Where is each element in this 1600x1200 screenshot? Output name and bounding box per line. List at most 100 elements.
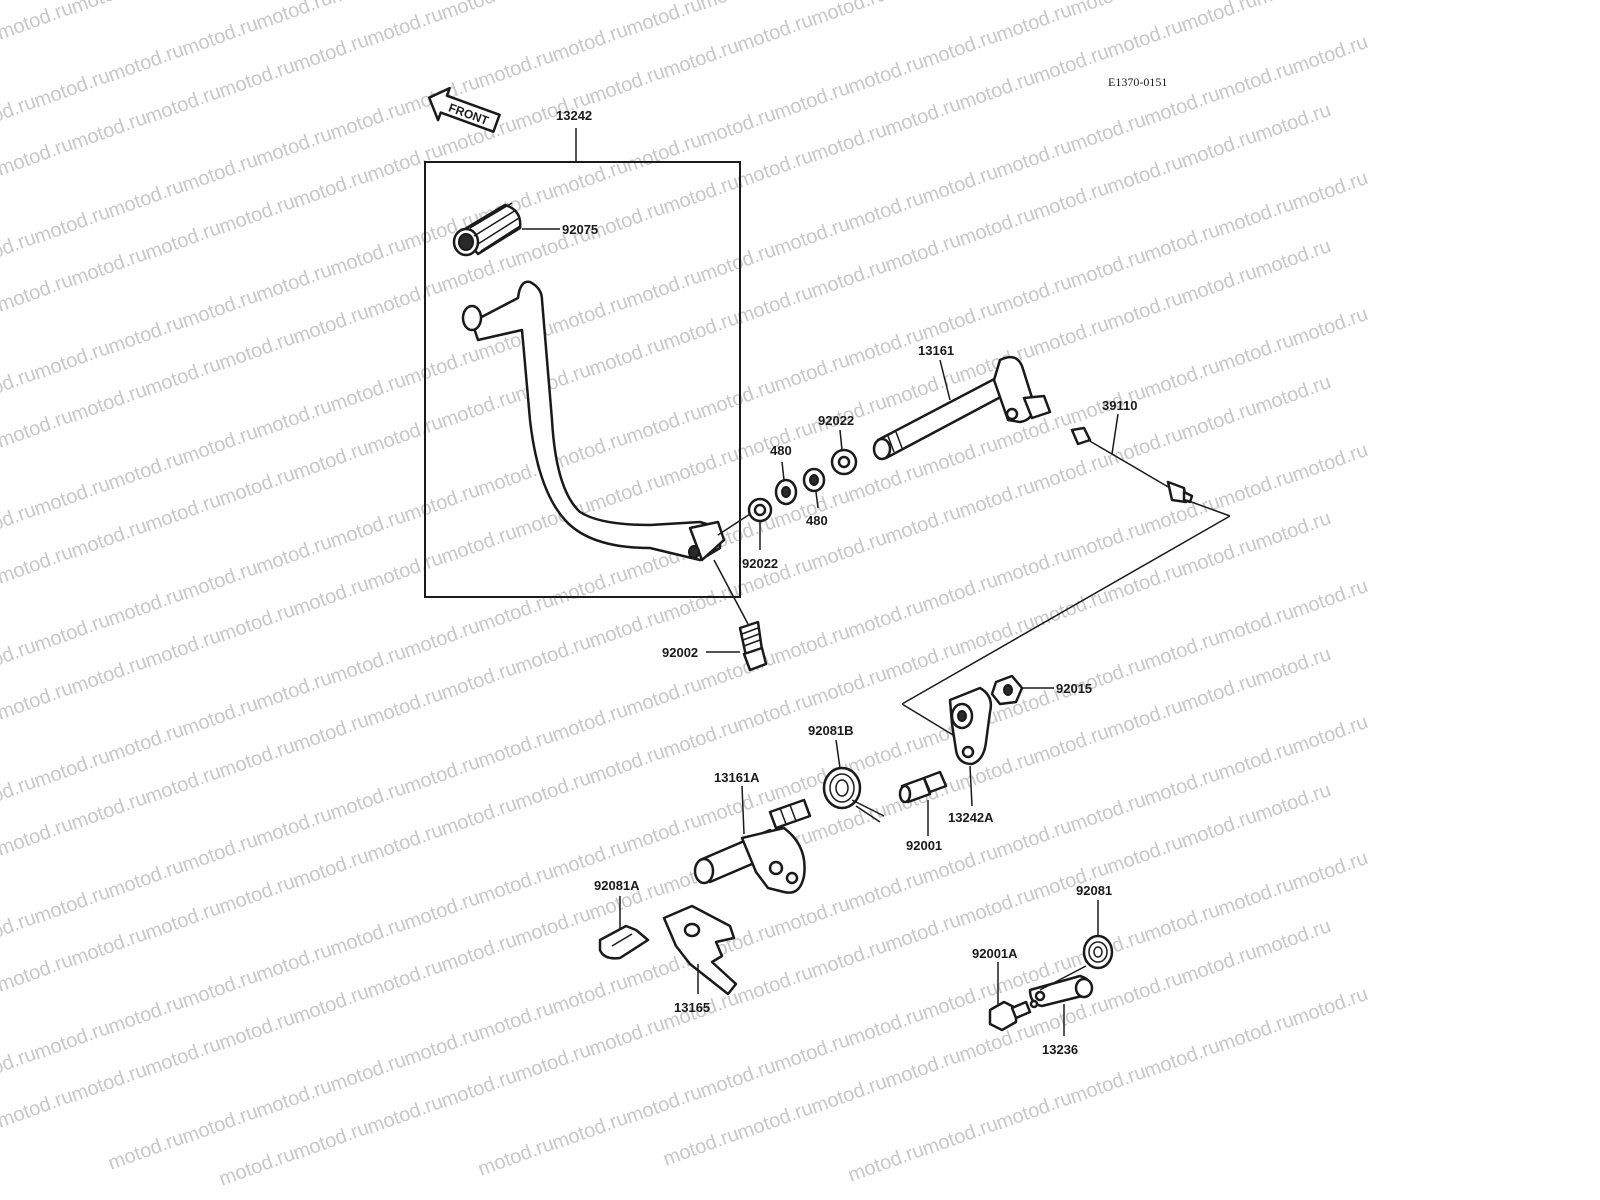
watermark-text: motod.ru — [105, 583, 187, 631]
shift-pedal-lever — [461, 280, 726, 562]
watermark-text: motod.ru — [68, 1059, 150, 1107]
watermark-text: motod.ru — [1067, 1061, 1149, 1109]
watermark-text: motod.ru — [956, 203, 1038, 251]
watermark-text: motod.ru — [919, 569, 1001, 617]
label-92081A: 92081A — [594, 878, 640, 893]
watermark-text: motod.ru — [1215, 737, 1297, 785]
watermark-text: motod.ru — [845, 1003, 927, 1051]
watermark-text: motod.ru — [31, 473, 113, 521]
watermark-text: motod.ru — [771, 349, 853, 397]
watermark-text: motod.ru — [0, 949, 76, 997]
watermark-text: motod.ru — [1289, 983, 1371, 1031]
watermark-text: motod.ru — [660, 443, 742, 491]
watermark-text: motod.ru — [1252, 371, 1334, 419]
watermark-text: motod.ru — [919, 1113, 1001, 1161]
lever-13236 — [1028, 974, 1094, 1008]
watermark-text: motod.ru — [1178, 261, 1260, 309]
watermark-text: motod.ru — [771, 77, 853, 125]
watermark-text: motod.ru — [290, 301, 372, 349]
watermark-text: motod.ru — [1289, 31, 1371, 79]
watermark-text: motod.ru — [364, 3, 446, 51]
watermark-text: motod.ru — [549, 291, 631, 339]
watermark-text: motod.ru — [808, 527, 890, 575]
watermark-text: motod.ru — [327, 369, 409, 417]
watermark-text: motod.ru — [31, 1017, 113, 1065]
watermark-text: motod.ru — [512, 903, 594, 951]
watermark-text: motod.ru — [253, 531, 335, 579]
watermark-text: motod.ru — [697, 647, 779, 695]
watermark-text: motod.ru — [179, 557, 261, 605]
watermark-text: motod.ru — [1030, 177, 1112, 225]
watermark-text: motod.ru — [290, 29, 372, 77]
label-92015: 92015 — [1056, 681, 1092, 696]
watermark-text: motod.ru — [1030, 721, 1112, 769]
watermark-text: motod.ru — [734, 9, 816, 57]
watermark-text: motod.ru — [882, 501, 964, 549]
watermark-text: motod.ru — [586, 1013, 668, 1061]
watermark-text: motod.ru — [549, 699, 631, 747]
watermark-text: motod.ru — [0, 269, 76, 317]
label-13161: 13161 — [918, 343, 954, 358]
watermark-text: motod.ru — [438, 929, 520, 977]
watermark-text: motod.ru — [401, 615, 483, 663]
leader-92022-top — [839, 429, 843, 451]
watermark-text: motod.ru — [105, 719, 187, 767]
watermark-text: motod.ru — [1141, 219, 1223, 267]
watermark-text: motod.ru — [660, 579, 742, 627]
clip-92081A — [598, 924, 650, 960]
watermark-text: motod.ru — [845, 187, 927, 235]
watermark-text: motod.ru — [327, 97, 409, 145]
leader-480-bottom — [815, 491, 819, 509]
watermark-text: motod.ru — [31, 201, 113, 249]
watermark-text: motod.ru — [364, 411, 446, 459]
watermark-text: motod.ru — [475, 725, 557, 773]
watermark-text: motod.ru — [1030, 313, 1112, 361]
watermark-text: motod.ru — [68, 923, 150, 971]
label-92081B: 92081B — [808, 723, 854, 738]
watermark-text: motod.ru — [734, 145, 816, 193]
nut-92015 — [990, 674, 1024, 706]
label-92022-top: 92022 — [818, 413, 854, 428]
watermark-text: motod.ru — [586, 741, 668, 789]
watermark-text: motod.ru — [1104, 423, 1186, 471]
watermark-text: motod.ru — [475, 861, 557, 909]
watermark-text: motod.ru — [142, 489, 224, 537]
washer-92022-bottom — [747, 497, 773, 523]
watermark-text: motod.ru — [919, 161, 1001, 209]
leader-39110 — [1111, 413, 1119, 455]
watermark-text: motod.ru — [68, 515, 150, 563]
leader-shaft-align — [717, 513, 751, 536]
watermark-text: motod.ru — [364, 683, 446, 731]
watermark-text: motod.ru — [142, 1033, 224, 1081]
watermark-text: motod.ru — [0, 813, 76, 861]
watermark-text: motod.ru — [623, 265, 705, 313]
watermark-text: motod.ru — [586, 605, 668, 653]
watermark-text: motod.ru — [697, 239, 779, 287]
watermark-text: motod.ru — [845, 867, 927, 915]
watermark-text: motod.ru — [401, 343, 483, 391]
watermark-text: motod.ru — [660, 307, 742, 355]
watermark-text: motod.ru — [1141, 355, 1223, 403]
watermark-text: motod.ru — [1289, 575, 1371, 623]
watermark-text: motod.ru — [1252, 235, 1334, 283]
watermark-text: motod.ru — [660, 171, 742, 219]
alignment-line-d — [1039, 965, 1087, 991]
watermark-text: motod.ru — [253, 0, 335, 35]
watermark-text: motod.ru — [919, 433, 1001, 481]
watermark-text: motod.ru — [438, 0, 520, 25]
label-13242: 13242 — [556, 108, 592, 123]
label-13242A: 13242A — [948, 810, 994, 825]
watermark-text: motod.ru — [586, 61, 668, 109]
watermark-text: motod.ru — [179, 421, 261, 469]
label-39110: 39110 — [1102, 398, 1137, 413]
watermark-text: motod.ru — [364, 547, 446, 595]
watermark-text: motod.ru — [808, 663, 890, 711]
circlip-480-bottom — [802, 467, 826, 493]
spring-92081 — [1082, 934, 1114, 970]
watermark-text: motod.ru — [623, 0, 705, 41]
watermark-text: motod.ru — [216, 55, 298, 103]
watermark-text: motod.ru — [660, 35, 742, 83]
watermark-text: motod.ru — [808, 119, 890, 167]
watermark-text: motod.ru — [1104, 559, 1186, 607]
watermark-text: motod.ru — [68, 243, 150, 291]
